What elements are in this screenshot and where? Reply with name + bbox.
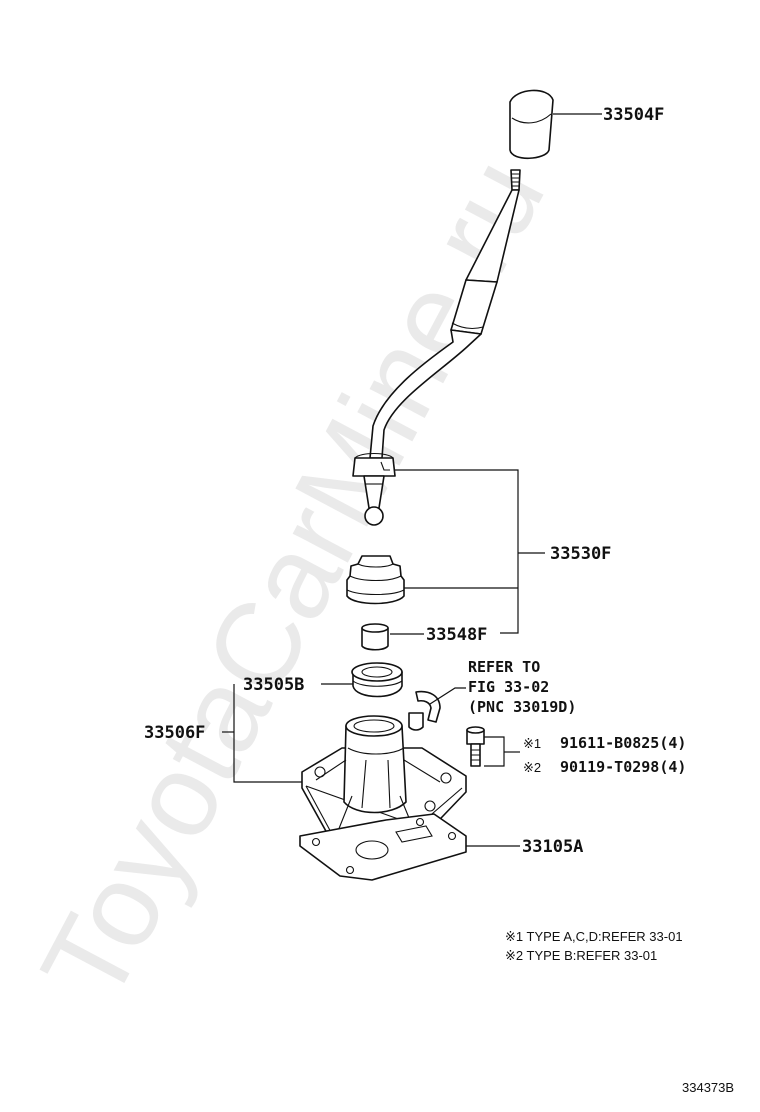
- label-33504f: 33504F: [603, 105, 664, 125]
- shift-knob[interactable]: [509, 89, 554, 160]
- label-33505b: 33505B: [243, 675, 304, 695]
- refer-line-1: REFER TO: [468, 658, 540, 676]
- note-2: ※2 TYPE B:REFER 33-01: [505, 948, 657, 963]
- lever-seat[interactable]: [351, 662, 403, 698]
- label-33105a: 33105A: [522, 837, 583, 857]
- shift-lever[interactable]: [352, 169, 521, 526]
- label-33506f: 33506F: [144, 723, 205, 743]
- bolt-1-mark: ※1: [523, 736, 541, 751]
- mounting-bolt[interactable]: [466, 726, 485, 767]
- shift-boot[interactable]: [346, 555, 405, 605]
- bolt-2-mark: ※2: [523, 760, 541, 775]
- refer-line-2: FIG 33-02: [468, 678, 549, 696]
- figure-id: 334373B: [682, 1080, 734, 1095]
- gasket[interactable]: [299, 813, 467, 881]
- note-1: ※1 TYPE A,C,D:REFER 33-01: [505, 929, 683, 944]
- bushing[interactable]: [361, 623, 389, 651]
- bolt-1-part: 91611-B0825(4): [560, 734, 686, 752]
- leader-lines: [222, 113, 602, 847]
- vent-pipe-fitting[interactable]: [408, 690, 441, 731]
- label-33548f: 33548F: [426, 625, 487, 645]
- refer-line-3: (PNC 33019D): [468, 698, 576, 716]
- bolt-2-part: 90119-T0298(4): [560, 758, 686, 776]
- label-33530f: 33530F: [550, 544, 611, 564]
